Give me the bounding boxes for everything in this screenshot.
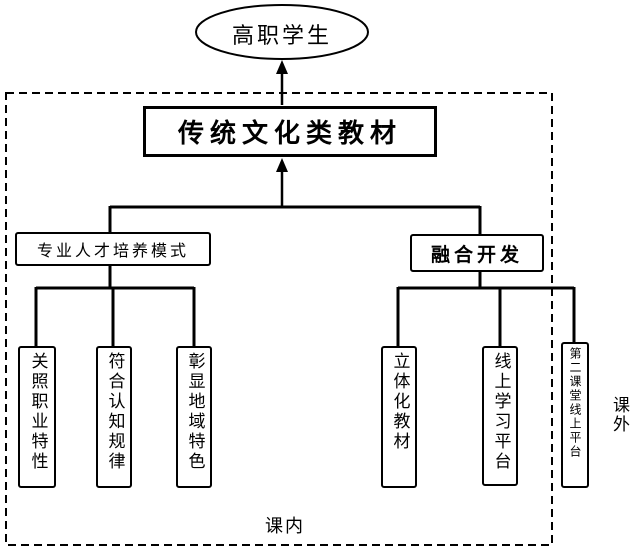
leaf-left-2-label: 符合认知规律 (104, 352, 125, 472)
leaf-left-3-label: 彰显地域特色 (184, 352, 205, 472)
leaf-outside: 第二课堂线上平台 (561, 342, 589, 488)
arrowhead-top (276, 60, 288, 74)
leaf-right-2: 线上学习平台 (482, 346, 518, 486)
main-node: 传统文化类教材 (143, 106, 437, 157)
branch-right-node: 融合开发 (410, 234, 544, 272)
leaf-left-1: 关照职业特性 (18, 346, 56, 488)
outside-label: 课外 (609, 396, 629, 434)
arrowhead-main (276, 158, 288, 172)
leaf-right-1: 立体化教材 (381, 346, 417, 488)
main-node-label: 传统文化类教材 (177, 119, 402, 149)
branch-left-node: 专业人才培养模式 (15, 232, 211, 266)
branch-right-label: 融合开发 (430, 243, 523, 266)
leaf-left-3: 彰显地域特色 (176, 346, 212, 488)
leaf-right-1-label: 立体化教材 (389, 352, 410, 452)
top-node-ellipse (195, 4, 369, 60)
leaf-left-1-label: 关照职业特性 (27, 352, 48, 472)
leaf-right-2-label: 线上学习平台 (490, 352, 511, 472)
inside-label: 课内 (265, 516, 305, 537)
top-node-label: 高职学生 (231, 24, 332, 49)
branch-left-label: 专业人才培养模式 (36, 241, 189, 260)
inside-boundary (5, 92, 553, 546)
leaf-left-2: 符合认知规律 (96, 346, 132, 488)
leaf-outside-label: 第二课堂线上平台 (568, 347, 582, 459)
